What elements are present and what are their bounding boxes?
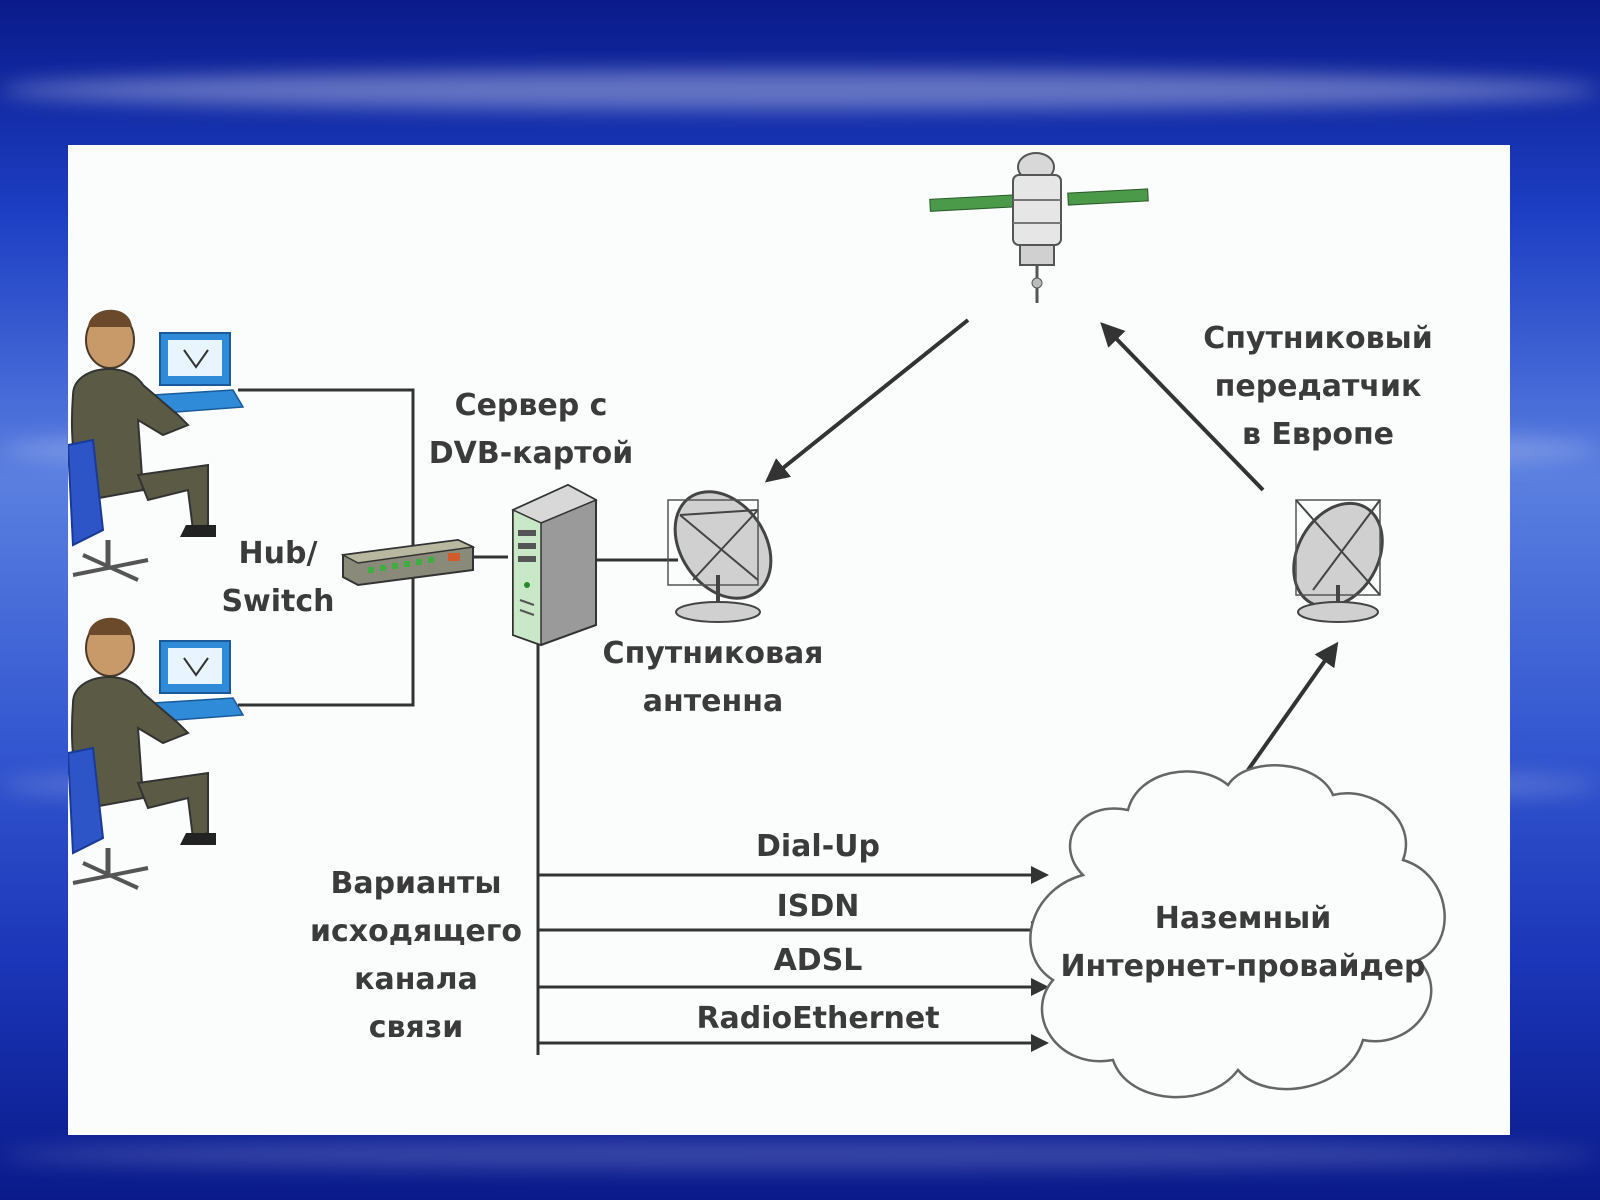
- isp-label-line: Интернет-провайдер: [1060, 949, 1426, 984]
- isp-cloud-icon: [1029, 764, 1446, 1099]
- user-workstation-icon: [68, 617, 245, 890]
- hub-switch-label-line: Switch: [221, 584, 335, 619]
- receiving-antenna-icon: [667, 490, 773, 623]
- channel-label-dialup: Dial-Up: [756, 829, 880, 864]
- antenna-label-line: Спутниковая: [602, 636, 824, 671]
- antenna-label-line: антенна: [642, 684, 784, 719]
- background-streak: [0, 1140, 1600, 1170]
- hub-switch-label-line: Hub/: [238, 536, 318, 571]
- background-streak: [0, 70, 1600, 110]
- satellite-link-arrows: [764, 318, 1339, 772]
- network-diagram: [68, 152, 1446, 1099]
- channel-options-label-line: Варианты: [330, 866, 502, 901]
- transmitter-label: Спутниковый передатчик в Европе: [1178, 315, 1458, 459]
- isp-label-line: Наземный: [1154, 901, 1332, 936]
- server-label-line: DVB-картой: [428, 436, 634, 471]
- channel-options-label-line: исходящего: [309, 914, 523, 949]
- server-icon: [511, 483, 598, 647]
- outgoing-channel-arrows: [538, 866, 1049, 1052]
- transmitter-label-line: передатчик: [1214, 369, 1422, 404]
- channel-options-label: Варианты исходящего канала связи: [296, 860, 536, 1052]
- transmitting-antenna-icon: [1292, 499, 1384, 623]
- channel-label-radioethernet: RadioEthernet: [696, 1001, 940, 1036]
- server-label: Сервер с DVB-картой: [416, 382, 646, 478]
- hub-switch-icon: [340, 538, 476, 587]
- user-workstation-icon: [68, 309, 245, 582]
- channel-options-label-line: канала: [354, 962, 478, 997]
- channel-options-label-line: связи: [368, 1010, 464, 1045]
- satellite-icon: [929, 152, 1149, 303]
- transmitter-label-line: в Европе: [1241, 417, 1395, 452]
- antenna-label: Спутниковая антенна: [583, 630, 843, 726]
- isp-label: Наземный Интернет-провайдер: [1048, 895, 1438, 991]
- transmitter-label-line: Спутниковый: [1203, 321, 1433, 356]
- channel-label-adsl: ADSL: [773, 943, 863, 978]
- channel-label-isdn: ISDN: [776, 889, 860, 924]
- server-label-line: Сервер с: [454, 388, 608, 423]
- diagram-panel: Сервер с DVB-картой Спутниковый передатч…: [68, 145, 1510, 1135]
- hub-switch-label: Hub/ Switch: [208, 530, 348, 626]
